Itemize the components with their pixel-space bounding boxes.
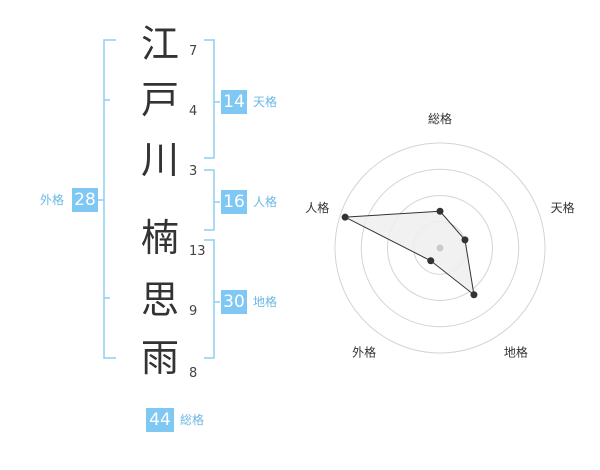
stroke-count-3: 3 <box>189 164 198 179</box>
name-char-6: 雨 <box>140 336 179 380</box>
gaikaku-label: 外格 <box>40 193 65 207</box>
radar-axis-label-4: 外格 <box>352 344 376 359</box>
jinkaku-label: 人格 <box>253 195 278 209</box>
soukaku-value-badge: 44 <box>146 408 174 432</box>
radar-axis-label-2: 天格 <box>551 200 575 215</box>
tenkaku-value-badge: 14 <box>221 90 247 114</box>
gaikaku-value-badge: 28 <box>72 188 98 212</box>
stroke-count-1: 7 <box>189 44 198 59</box>
chikaku-label: 地格 <box>253 295 278 309</box>
radar-point-1 <box>436 207 444 215</box>
stroke-count-4: 13 <box>189 244 206 259</box>
radar-center-dot <box>436 244 444 252</box>
name-char-3: 川 <box>140 138 179 182</box>
radar-point-3 <box>470 291 478 299</box>
stroke-count-6: 8 <box>189 366 198 381</box>
stroke-count-5: 9 <box>189 304 198 319</box>
radar-grid-ring <box>387 195 493 301</box>
name-char-1: 江 <box>140 22 179 66</box>
radar-polygon <box>343 210 475 296</box>
stroke-count-2: 4 <box>189 104 198 119</box>
radar-grid-ring <box>360 168 520 328</box>
radar-axis-label-3: 地格 <box>504 344 528 359</box>
soukaku-label: 総格 <box>180 413 205 427</box>
tenkaku-label: 天格 <box>253 95 278 109</box>
radar-point-2 <box>461 236 469 244</box>
radar-axis-label-1: 総格 <box>428 111 452 126</box>
chikaku-value-badge: 30 <box>221 290 247 314</box>
radar-grid-ring <box>334 142 546 354</box>
name-char-2: 戸 <box>140 78 179 122</box>
name-char-5: 思 <box>140 278 179 322</box>
name-char-4: 楠 <box>140 216 179 260</box>
radar-point-5 <box>341 213 349 221</box>
jinkaku-value-badge: 16 <box>221 190 247 214</box>
radar-point-4 <box>427 257 435 265</box>
radar-axis-label-5: 人格 <box>305 200 329 215</box>
